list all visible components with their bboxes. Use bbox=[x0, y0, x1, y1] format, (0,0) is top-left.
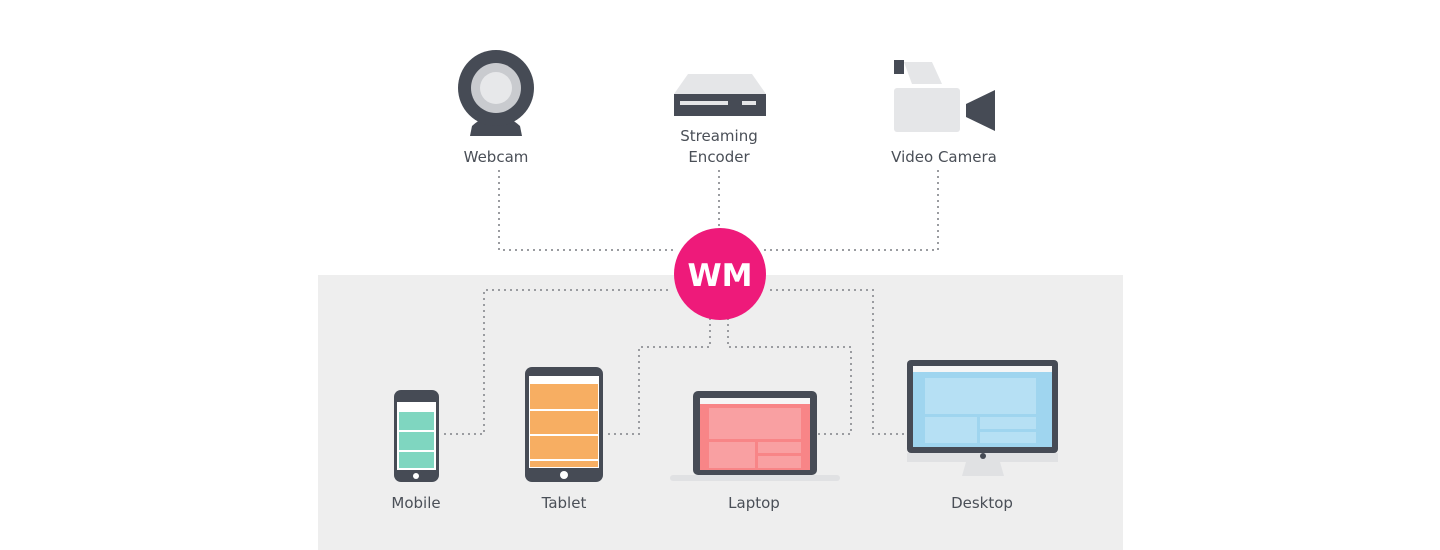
streaming-encoder-label: Streaming Encoder bbox=[680, 127, 758, 166]
tablet-label: Tablet bbox=[541, 494, 587, 512]
connector-desktop bbox=[770, 289, 904, 435]
streaming-encoder-icon bbox=[674, 74, 766, 116]
connector-lines bbox=[440, 170, 939, 435]
desktop-icon bbox=[907, 360, 1058, 476]
hub-logo: WM bbox=[674, 228, 766, 320]
connector-video-camera bbox=[764, 170, 939, 251]
video-camera-icon bbox=[894, 60, 995, 132]
laptop-icon bbox=[670, 391, 840, 481]
connector-tablet bbox=[606, 318, 711, 435]
hub-logo-text: WM bbox=[687, 258, 752, 294]
connector-webcam bbox=[498, 170, 676, 251]
video-camera-label: Video Camera bbox=[891, 148, 997, 166]
mobile-label: Mobile bbox=[391, 494, 441, 512]
laptop-label: Laptop bbox=[728, 494, 780, 512]
webcam-label: Webcam bbox=[463, 148, 529, 166]
connector-laptop bbox=[727, 318, 852, 435]
tablet-icon bbox=[525, 367, 603, 482]
webcam-icon bbox=[458, 50, 534, 136]
connector-mobile bbox=[440, 289, 668, 435]
mobile-icon bbox=[394, 390, 439, 482]
desktop-label: Desktop bbox=[951, 494, 1013, 512]
